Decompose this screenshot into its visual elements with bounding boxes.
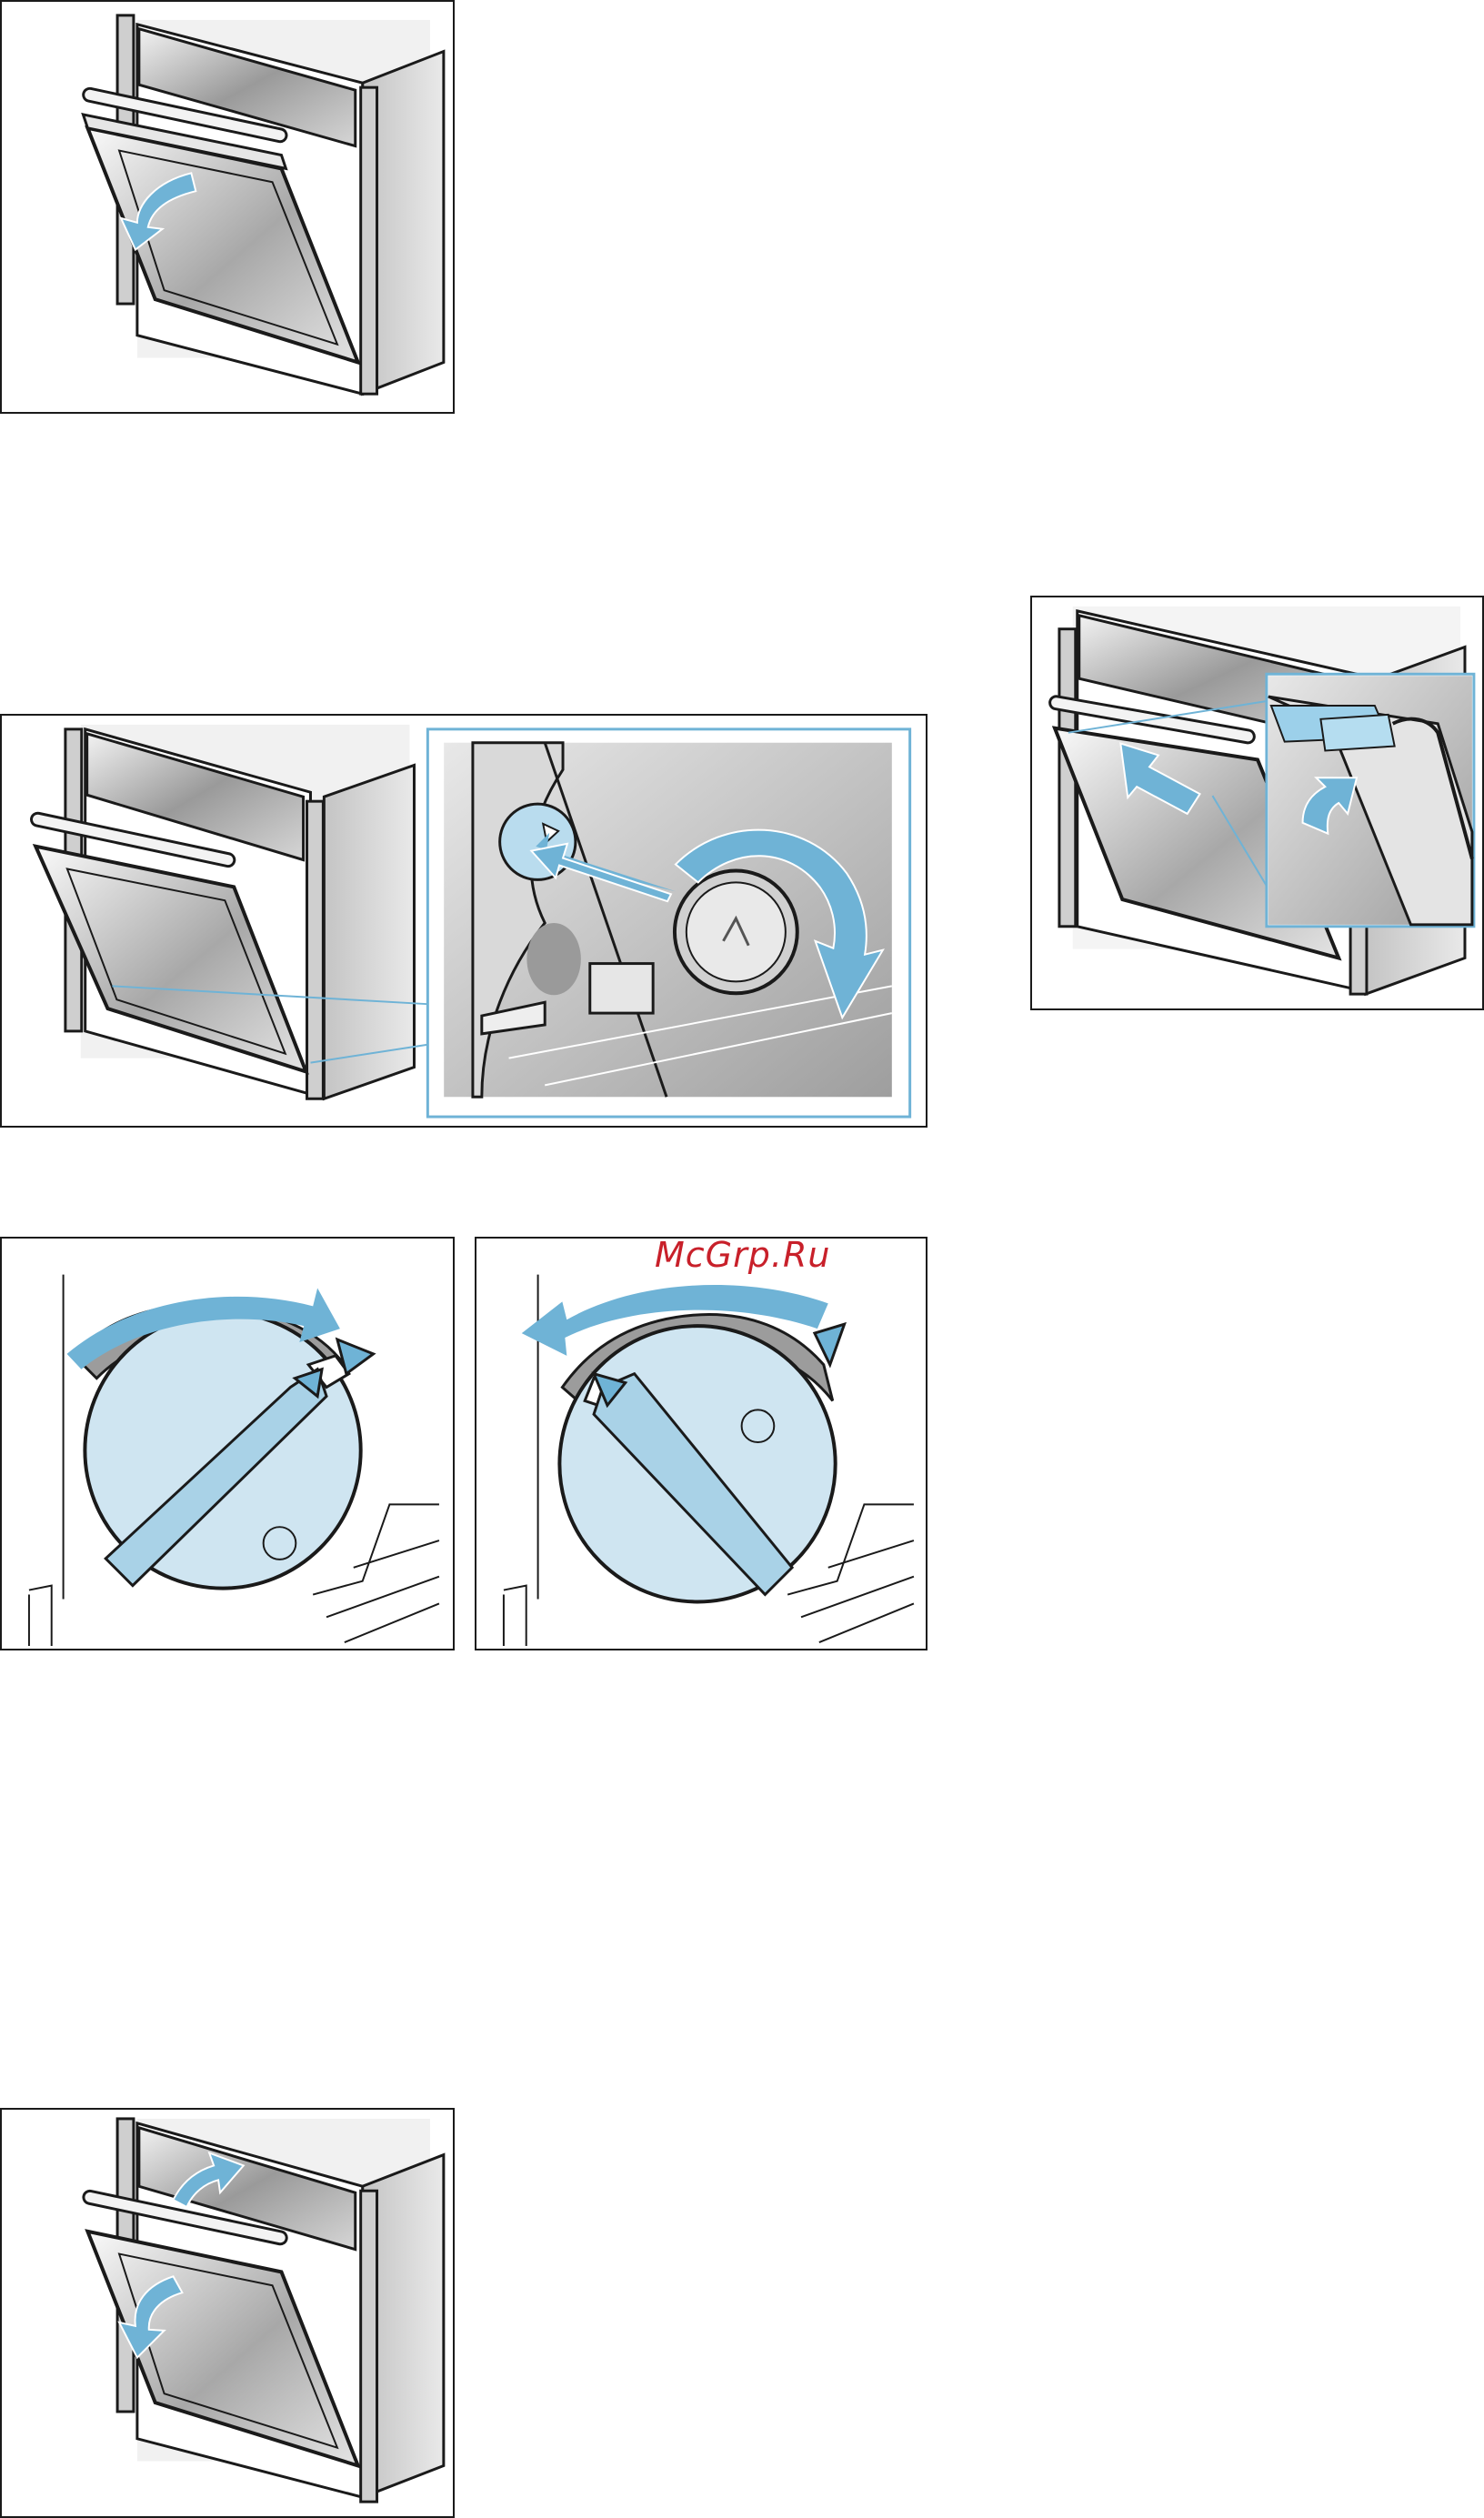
lock-dial-icon — [74, 1305, 360, 1588]
hinge-clip-icon — [1268, 676, 1472, 925]
oven-icon — [30, 725, 414, 1098]
oven-icon — [82, 15, 443, 394]
fig-dial-anticlockwise — [475, 1237, 928, 1650]
fig-door-lock-lever — [0, 714, 928, 1128]
fig-dial-clockwise — [0, 1237, 455, 1650]
fig-door-open — [0, 0, 455, 414]
lock-dial-icon — [559, 1315, 835, 1602]
hinge-lever-icon — [444, 743, 892, 1098]
watermark-text: McGrp.Ru — [655, 1235, 830, 1275]
fig-door-close — [0, 2108, 455, 2518]
fig-door-lift — [1030, 596, 1484, 1010]
